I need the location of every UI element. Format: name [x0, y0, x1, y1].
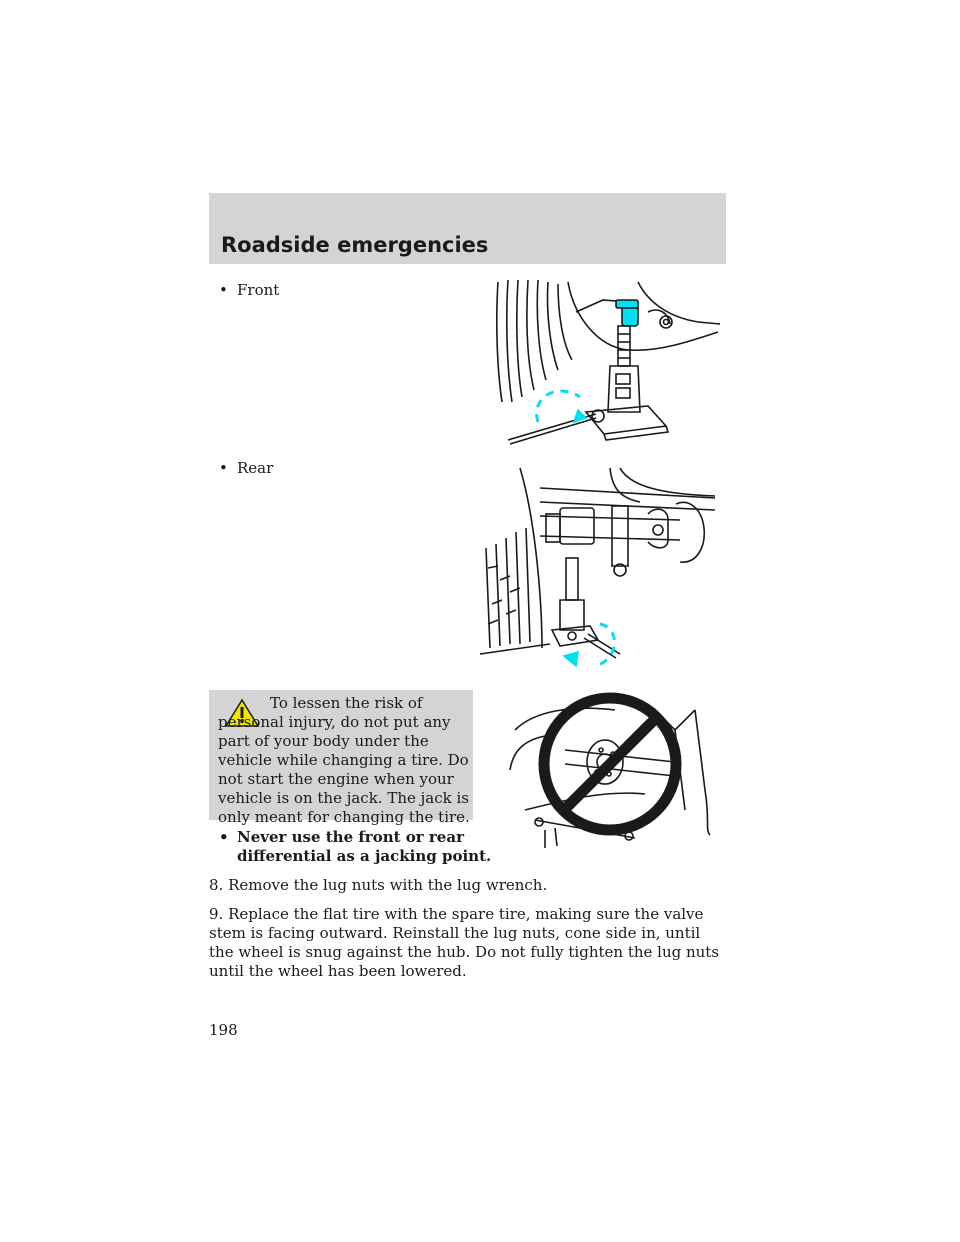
bullet-front-label: Front — [237, 281, 280, 299]
rear-jack-illustration — [480, 467, 716, 668]
bullet-glyph: • — [219, 459, 228, 477]
differential-warning-note: • Never use the front or rear differenti… — [219, 828, 509, 866]
bullet-front: • Front — [219, 280, 279, 300]
section-header: Roadside emergencies — [209, 193, 726, 264]
bullet-rear: • Rear — [219, 458, 273, 478]
page-title: Roadside emergencies — [221, 233, 489, 257]
differential-warning-text: Never use the front or rear differential… — [237, 828, 492, 865]
bullet-glyph: • — [219, 281, 228, 299]
front-jack-illustration — [496, 279, 721, 445]
warning-text: To lessen the risk of personal injury, d… — [218, 694, 470, 826]
bullet-glyph: • — [219, 828, 229, 846]
page-number: 198 — [209, 1021, 238, 1039]
differential-prohibited-illustration — [509, 692, 711, 848]
step-8: 8. Remove the lug nuts with the lug wren… — [209, 876, 548, 894]
step-9: 9. Replace the flat tire with the spare … — [209, 905, 720, 980]
warning-triangle-icon — [224, 698, 260, 727]
warning-box: To lessen the risk of personal injury, d… — [209, 690, 473, 826]
bullet-rear-label: Rear — [237, 459, 274, 477]
